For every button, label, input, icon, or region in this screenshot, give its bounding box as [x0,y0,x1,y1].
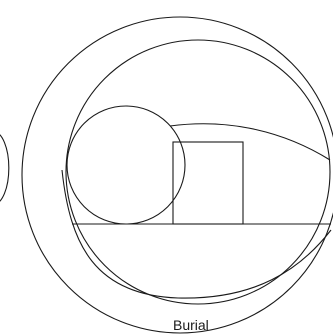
outer-circle [22,17,333,333]
caption-label: Burial [173,317,209,333]
left-neighbor-arc [0,132,9,204]
head-circle [67,106,185,224]
inner-circle [66,40,330,304]
burial-bowl [62,170,331,298]
